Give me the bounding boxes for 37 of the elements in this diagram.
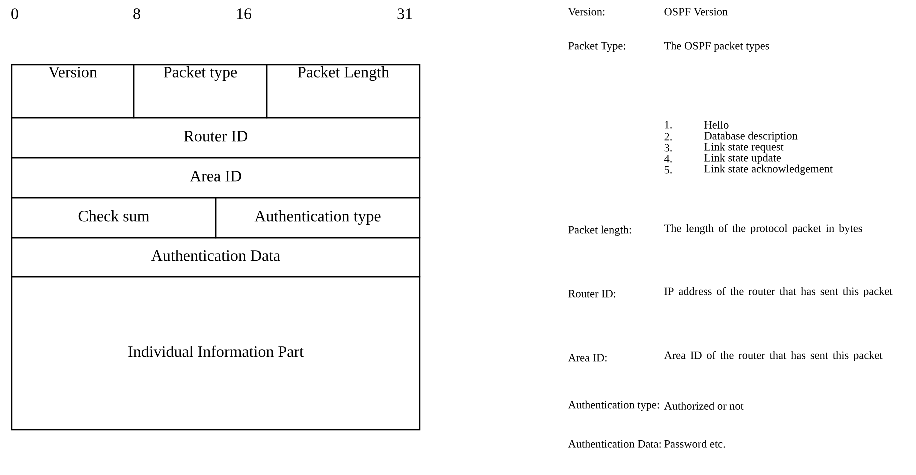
field-name: Version: bbox=[568, 8, 605, 16]
field-cell: Area ID bbox=[11, 157, 421, 199]
field-name: Router ID: bbox=[568, 290, 616, 298]
field-cell: Individual Information Part bbox=[11, 276, 421, 431]
field-cell: Authentication Data bbox=[11, 237, 421, 278]
list-number: 5. bbox=[664, 166, 672, 174]
bit-number: 8 bbox=[134, 8, 140, 20]
field-cell: Authentication type bbox=[215, 197, 421, 239]
field-description: OSPF Version bbox=[664, 8, 728, 16]
list-number: 4. bbox=[664, 155, 672, 163]
field-description: Area ID of the router that has sent this packet bbox=[664, 351, 883, 362]
field-cell: Packet type bbox=[133, 64, 268, 119]
list-number: 1. bbox=[665, 121, 672, 129]
list-item: Hello bbox=[704, 121, 729, 129]
field-description: Password etc. bbox=[664, 440, 726, 448]
field-name: Area ID: bbox=[568, 354, 607, 362]
field-description: Authorized or not bbox=[664, 402, 744, 410]
field-name: Authentication Data: bbox=[568, 440, 661, 448]
field-name: Packet length: bbox=[568, 226, 632, 236]
field-cell: Packet Length bbox=[266, 64, 421, 119]
field-cell: Router ID bbox=[11, 117, 421, 159]
field-description: IP address of the router that has sent this packet bbox=[664, 287, 893, 298]
bit-number: 31 bbox=[398, 8, 412, 20]
bit-number: 16 bbox=[237, 8, 252, 20]
field-name: Authentication type: bbox=[568, 400, 660, 412]
field-name: Packet Type: bbox=[568, 42, 626, 52]
list-item: Link state update bbox=[704, 154, 782, 164]
field-cell: Check sum bbox=[11, 197, 217, 239]
list-number: 3. bbox=[664, 144, 672, 152]
field-description: The length of the protocol packet in bytes bbox=[664, 224, 862, 235]
list-number: 2. bbox=[664, 133, 672, 141]
bit-number: 0 bbox=[12, 8, 18, 20]
list-item: Link state acknowledgement bbox=[704, 164, 833, 176]
field-cell: Version bbox=[11, 64, 135, 119]
list-item: Link state request bbox=[704, 142, 784, 154]
field-description: The OSPF packet types bbox=[664, 42, 770, 52]
list-item: Database description bbox=[704, 132, 798, 142]
